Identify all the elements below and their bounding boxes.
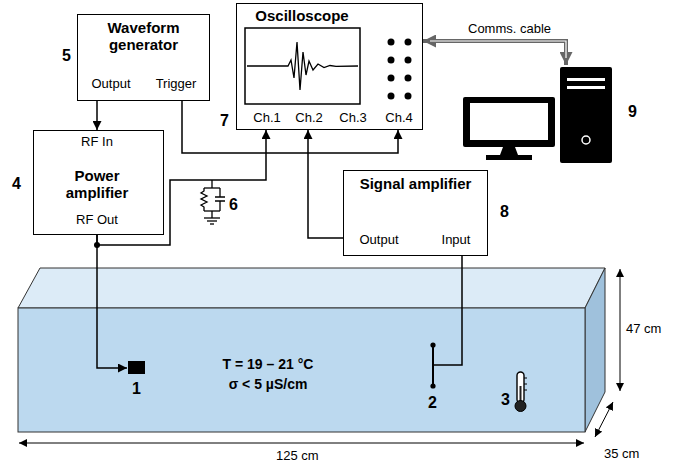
- hydrophone: [432, 345, 434, 386]
- dimension-label: 35 cm: [604, 447, 639, 462]
- signal-wire: [96, 235, 98, 308]
- ground-symbol: [207, 220, 217, 221]
- thermometer-tick: [524, 384, 527, 385]
- thermometer-level: [520, 386, 522, 402]
- port-label: RF In: [34, 135, 160, 150]
- dimension-line: [19, 443, 584, 444]
- hydrophone-tip: [430, 383, 435, 388]
- computer-monitor: [463, 97, 555, 147]
- scope-knob: [405, 75, 412, 82]
- callout-number: 5: [62, 47, 71, 65]
- thermometer-bulb: [515, 401, 526, 412]
- scope-knob: [388, 57, 395, 64]
- comms-cable-core: [430, 41, 566, 58]
- scope-knob: [388, 75, 395, 82]
- tank-top: [18, 268, 605, 308]
- scope-screen: [245, 28, 360, 104]
- callout-number: 3: [501, 391, 510, 409]
- channel-label: Ch.3: [333, 111, 373, 126]
- load-lead: [204, 187, 220, 188]
- scope-knob: [388, 39, 395, 46]
- callout-number: 6: [229, 196, 238, 214]
- drive-slot: [567, 86, 605, 89]
- dimension-line: [595, 402, 613, 437]
- signal-wire: [96, 101, 98, 130]
- dimension-line: [620, 269, 621, 391]
- condition-text: σ < 5 µS/cm: [168, 376, 368, 392]
- scope-waveform: [247, 42, 358, 90]
- waveform-generator-box: Waveform generatorOutput Trigger: [77, 14, 210, 101]
- load-lead: [211, 180, 212, 188]
- scope-knob: [405, 39, 412, 46]
- power-amplifier-box: RF In Power amplifier RF Out: [33, 130, 164, 235]
- ground-symbol: [210, 223, 214, 224]
- monitor-base: [486, 155, 532, 160]
- port-label: Input: [428, 233, 484, 248]
- callout-number: 4: [12, 175, 21, 193]
- box-title: Waveform generator: [88, 19, 199, 54]
- resistor-symbol: [201, 188, 207, 211]
- hydrophone-tip: [430, 342, 435, 347]
- transducer-wire: [97, 308, 127, 368]
- scope-knob: [405, 57, 412, 64]
- callout-number: 7: [220, 112, 229, 130]
- callout-number: 2: [428, 394, 437, 412]
- box-title: Power amplifier: [44, 167, 150, 202]
- port-label: Output: [348, 233, 410, 248]
- callout-number: 9: [628, 103, 637, 121]
- thermometer-tick: [524, 378, 527, 379]
- capacitor-lead: [219, 188, 220, 197]
- hydrophone-wire: [433, 308, 462, 365]
- port-label: Trigger: [146, 77, 206, 92]
- tank-side: [585, 268, 605, 432]
- load-lead: [211, 211, 212, 218]
- scope-knob: [405, 93, 412, 100]
- transducer: [128, 361, 145, 374]
- port-label: RF Out: [34, 213, 160, 228]
- thermometer: [517, 372, 524, 403]
- condition-text: T = 19 – 21 °C: [168, 356, 368, 372]
- scope-knob: [388, 93, 395, 100]
- callout-number: 8: [500, 203, 509, 221]
- box-title: Oscilloscope: [237, 7, 367, 24]
- signal-wire: [182, 101, 398, 153]
- signal-wire: [308, 130, 343, 238]
- channel-label: Ch.1: [247, 111, 287, 126]
- power-button: [582, 136, 590, 144]
- thermometer-tick: [524, 390, 527, 391]
- drive-slot: [567, 78, 605, 81]
- ground-symbol: [204, 217, 220, 218]
- dimension-label: 47 cm: [626, 322, 661, 337]
- channel-label: Ch.2: [289, 111, 329, 126]
- signal-amplifier-box: Signal amplifierOutput Input: [343, 170, 488, 256]
- callout-number: 1: [132, 380, 141, 398]
- capacitor-symbol: [215, 196, 225, 198]
- monitor-screen: [470, 103, 548, 140]
- water-tank: T = 19 – 21 °C σ < 5 µS/cm: [18, 308, 585, 432]
- port-label: Output: [82, 77, 140, 92]
- channel-label: Ch.4: [379, 111, 419, 126]
- cable-label: Comms. cable: [468, 22, 551, 37]
- capacitor-lead: [219, 201, 220, 211]
- signal-wire: [461, 256, 463, 308]
- oscilloscope-box: OscilloscopeCh.1Ch.2 Ch.3 Ch.4: [236, 3, 423, 130]
- computer-tower: [560, 67, 612, 163]
- dimension-label: 125 cm: [276, 449, 319, 464]
- box-title: Signal amplifier: [359, 175, 472, 192]
- monitor-stand: [500, 147, 518, 155]
- comms-cable: [423, 41, 566, 65]
- tank-front: [18, 308, 585, 432]
